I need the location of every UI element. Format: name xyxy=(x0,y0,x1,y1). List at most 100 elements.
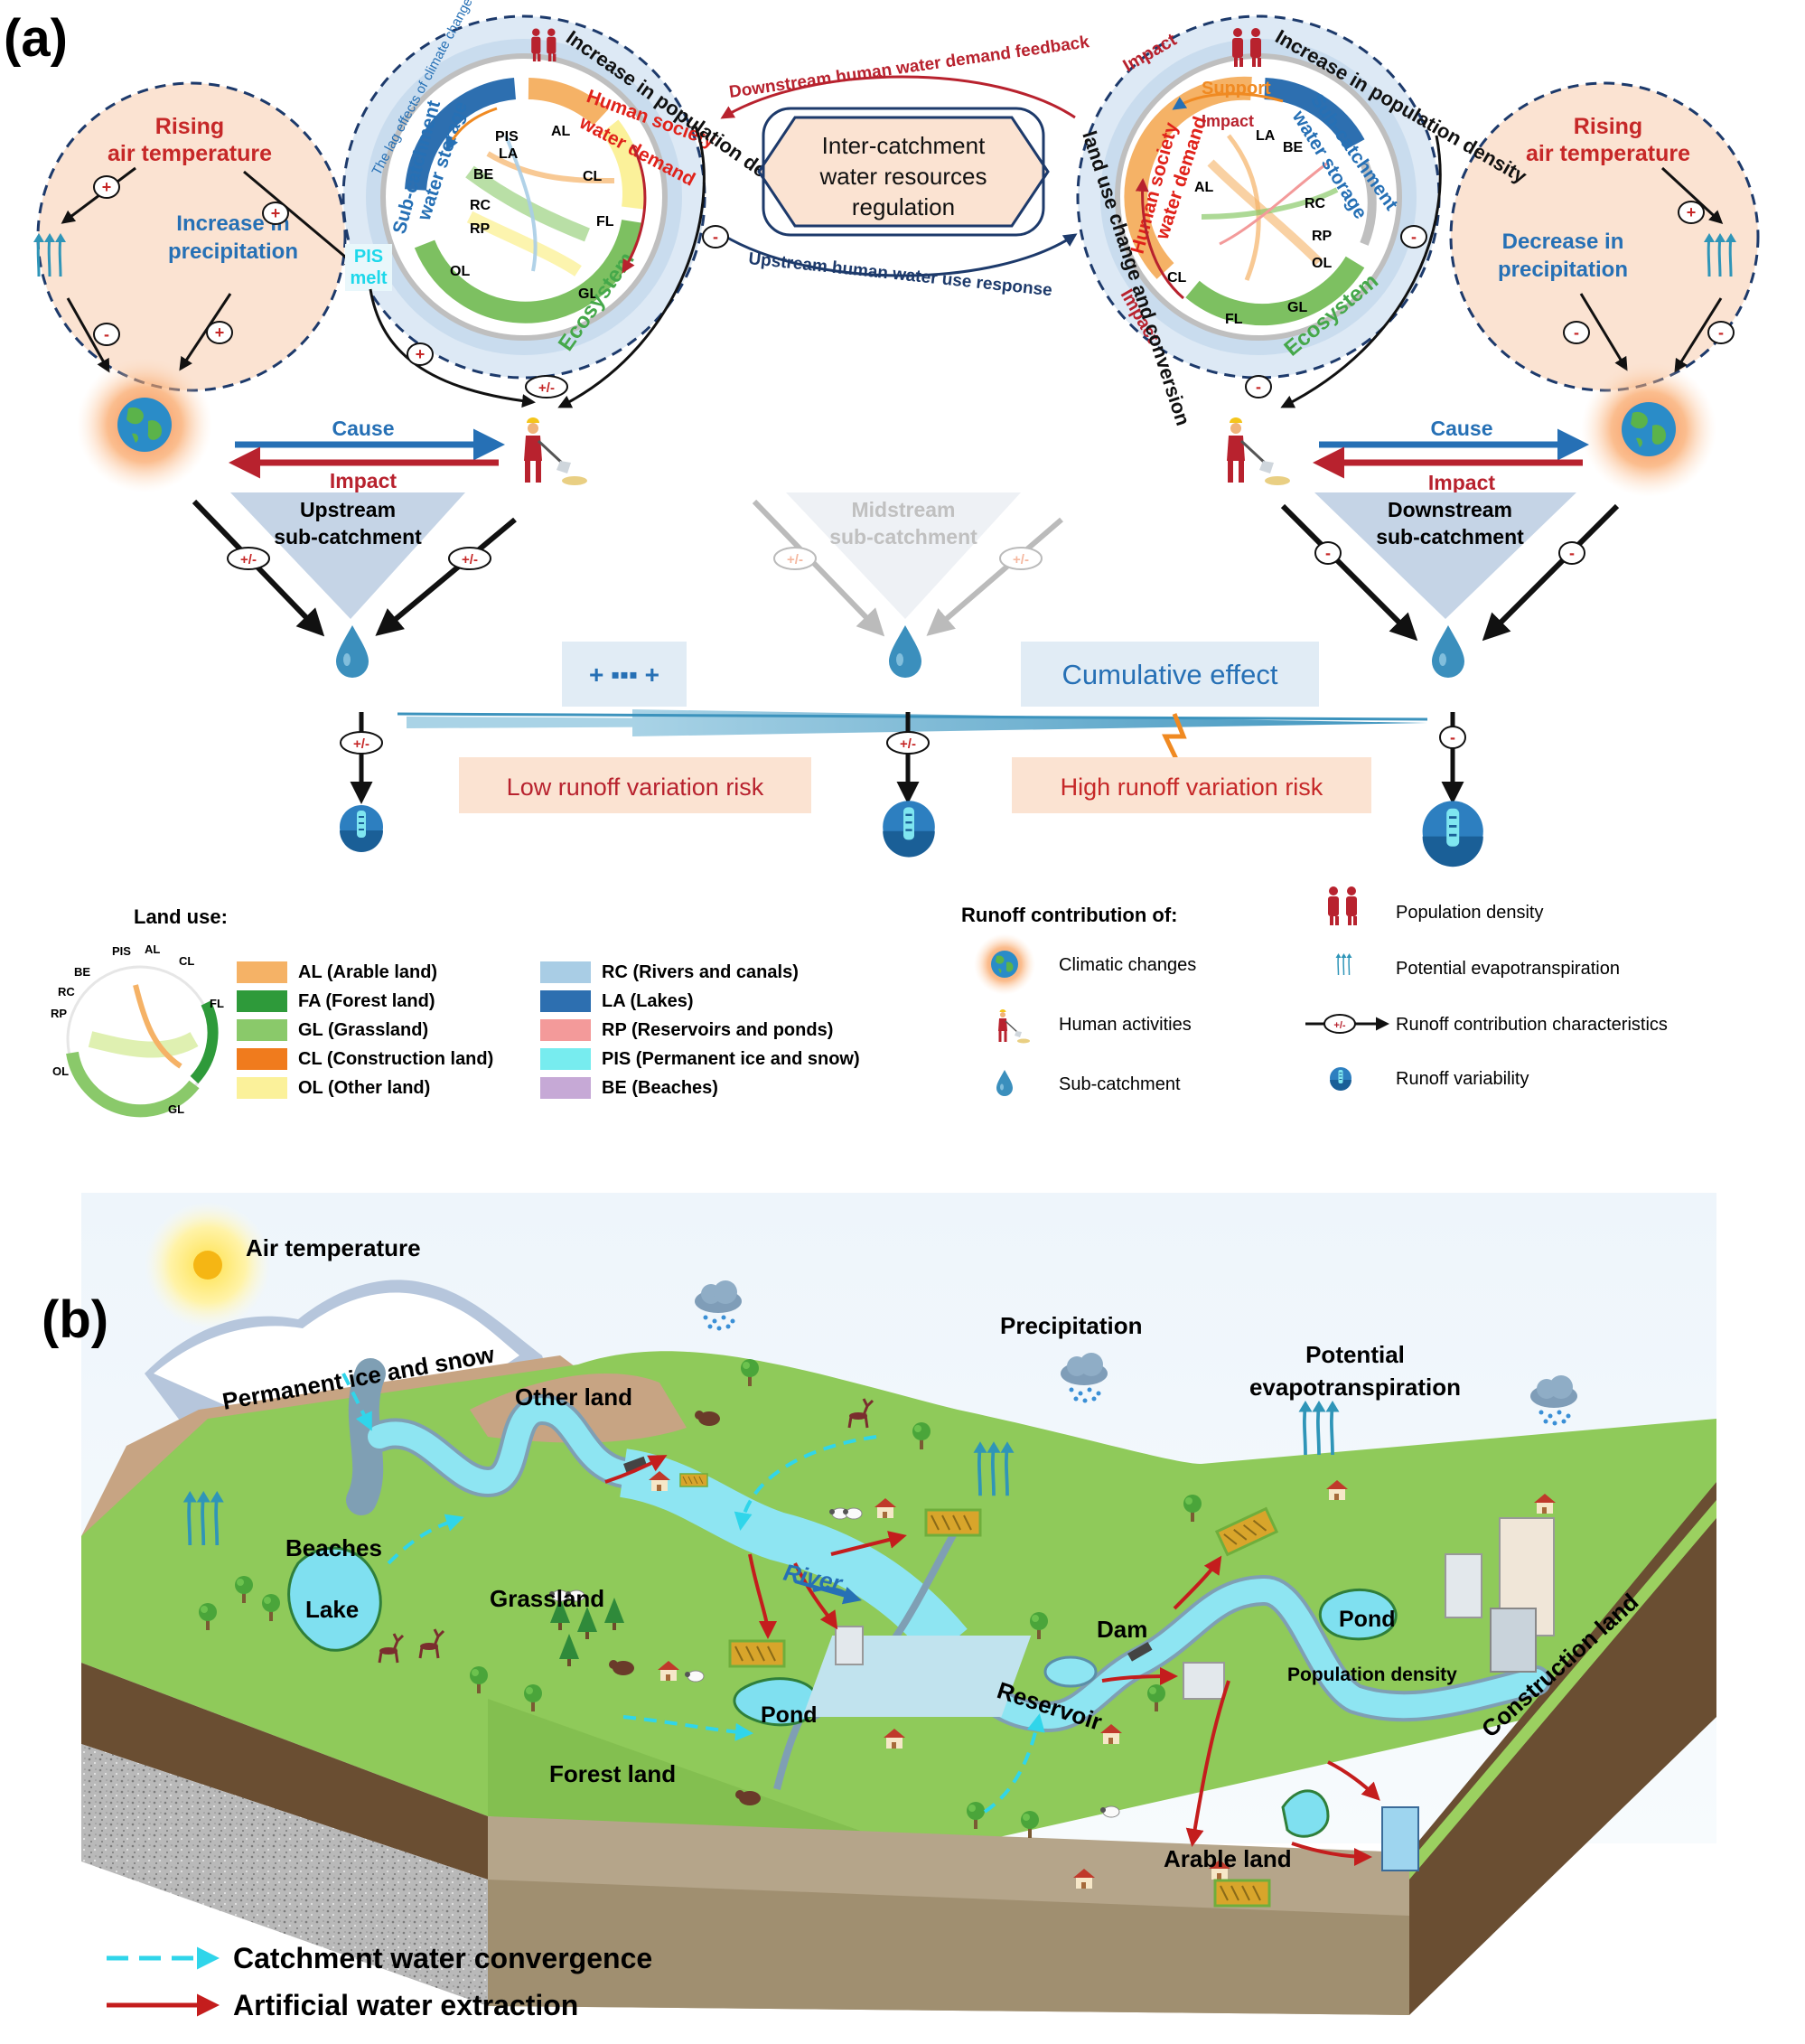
sign-plus-4: + xyxy=(407,342,434,366)
land-right-label-4: BE (Beaches) xyxy=(602,1078,718,1098)
up-chord-ol: OL xyxy=(450,264,470,279)
panel-b-scene xyxy=(81,1193,1716,2015)
label-pond-2: Pond xyxy=(1339,1607,1396,1632)
upstream-ring: PIS AL LA CL BE RC FL RP OL GL Human soc… xyxy=(341,0,809,408)
sign-plus-9: + xyxy=(1678,201,1705,224)
label-other-land: Other land xyxy=(515,1383,632,1411)
sign-minus-11: - xyxy=(1245,375,1272,398)
mini-fl: FL xyxy=(210,997,224,1010)
legend-subcatchment: Sub-catchment xyxy=(1059,1074,1181,1094)
land-left-label-2: GL (Grassland) xyxy=(298,1020,428,1040)
sign-pm-15: +/- xyxy=(999,547,1043,570)
label-forest-land: Forest land xyxy=(549,1760,676,1787)
land-left-label-4: OL (Other land) xyxy=(298,1078,430,1098)
up-chord-fl: FL xyxy=(596,214,614,230)
low-risk-text: Low runoff variation risk xyxy=(507,774,764,801)
land-right-swatch-3 xyxy=(540,1048,591,1070)
label-arable-land: Arable land xyxy=(1164,1845,1292,1872)
runoff-title: Runoff contribution of: xyxy=(961,904,1177,926)
sign-plus-3: + xyxy=(206,321,233,344)
sign-text-10: - xyxy=(1411,228,1417,246)
up-chord-al: AL xyxy=(551,124,571,139)
mini-cl: CL xyxy=(179,954,194,968)
label-lake: Lake xyxy=(305,1596,359,1623)
mini-rp: RP xyxy=(51,1007,67,1020)
left-precip-2: precipitation xyxy=(168,239,298,264)
up-cause: Cause xyxy=(332,417,394,440)
land-left-swatch-4 xyxy=(237,1077,287,1099)
left-rising: Rising xyxy=(155,114,224,139)
mini-pis: PIS xyxy=(112,944,131,958)
right-precip-2: precipitation xyxy=(1498,258,1628,282)
upstream-triangle: Upstream sub-catchment xyxy=(230,492,465,619)
land-left-label-3: CL (Construction land) xyxy=(298,1049,493,1069)
land-right-label-2: RP (Reservoirs and ponds) xyxy=(602,1020,833,1040)
sign-pm-19: +/- xyxy=(886,731,930,755)
sign-pm-12: +/- xyxy=(227,547,270,570)
sign-text-6: +/- xyxy=(538,380,555,396)
cumulative-flow xyxy=(397,709,1428,736)
sign-text-4: + xyxy=(416,345,426,363)
sign-text-1: + xyxy=(271,204,281,222)
land-left-swatch-0 xyxy=(237,961,287,983)
up-chord-cl: CL xyxy=(583,169,603,184)
legend-mini-chord: PIS AL CL BE FL RC RP OL GL xyxy=(51,942,224,1118)
legend-extraction: Artificial water extraction xyxy=(233,1989,578,2021)
inter-line1: Inter-catchment xyxy=(822,132,986,159)
midstream-name2: sub-catchment xyxy=(829,525,977,549)
inter-line2: water resources xyxy=(819,163,987,190)
left-pet-icon xyxy=(32,231,68,278)
sign-text-17: - xyxy=(1569,544,1575,562)
down-cause: Cause xyxy=(1430,417,1492,440)
sign-markers: ++-++-+/---+--+/-+/-+/-+/---+/-+/-- xyxy=(93,175,1735,755)
sign-minus-20: - xyxy=(1439,726,1466,749)
inter-line3: regulation xyxy=(852,193,955,220)
sign-text-3: + xyxy=(215,323,225,342)
down-chord-al: AL xyxy=(1194,180,1214,195)
sign-minus-7: - xyxy=(1563,321,1590,344)
right-climate-circle: Rising air temperature Decrease in preci… xyxy=(1449,81,1760,392)
sign-text-19: +/- xyxy=(900,736,916,752)
sign-minus-2: - xyxy=(93,323,120,346)
up-chord-la: LA xyxy=(499,146,519,162)
mini-be: BE xyxy=(74,965,90,979)
sign-text-14: +/- xyxy=(787,552,803,567)
upstream-name2: sub-catchment xyxy=(274,525,422,549)
upstream-gauge xyxy=(340,805,383,852)
down-chord-cl: CL xyxy=(1167,270,1187,286)
label-air-temperature: Air temperature xyxy=(246,1234,421,1261)
right-earth xyxy=(1581,361,1716,497)
land-right-swatch-2 xyxy=(540,1019,591,1041)
upstream-name1: Upstream xyxy=(300,498,396,521)
land-right-label-3: PIS (Permanent ice and snow) xyxy=(602,1049,860,1069)
down-chord-rp: RP xyxy=(1312,229,1333,244)
legend-land-use-title: Land use: xyxy=(134,905,228,928)
mini-gl: GL xyxy=(168,1102,184,1116)
sign-minus-17: - xyxy=(1558,541,1585,565)
sign-text-8: - xyxy=(1718,323,1724,342)
land-right-swatch-1 xyxy=(540,990,591,1012)
up-worker-icon xyxy=(522,416,589,487)
sign-text-7: - xyxy=(1574,323,1579,342)
down-chord-gl: GL xyxy=(1287,300,1307,315)
sign-minus-16: - xyxy=(1314,541,1342,565)
lightning-icon xyxy=(1162,713,1187,761)
up-impact: Impact xyxy=(330,469,397,492)
sign-text-0: + xyxy=(102,178,112,196)
up-chord-pis: PIS xyxy=(495,129,519,145)
left-earth xyxy=(77,357,212,492)
legend-pm-symbol: +/- xyxy=(1333,1020,1345,1031)
sign-text-2: - xyxy=(104,325,109,343)
sign-text-20: - xyxy=(1450,728,1455,746)
legend-people-icon xyxy=(1328,886,1357,925)
sign-text-12: +/- xyxy=(240,552,257,567)
land-left-label-1: FA (Forest land) xyxy=(298,991,435,1011)
midstream-triangle: Midstream sub-catchment xyxy=(786,492,1021,619)
up-chord-rc: RC xyxy=(470,198,491,213)
response-text: Upstream human water use response xyxy=(747,249,1052,300)
downstream-name1: Downstream xyxy=(1388,498,1512,521)
high-risk-text: High runoff variation risk xyxy=(1061,774,1323,801)
down-chord-rc: RC xyxy=(1305,196,1326,211)
cumulative-text: Cumulative effect xyxy=(1062,659,1278,690)
legend-human: Human activities xyxy=(1059,1015,1192,1035)
